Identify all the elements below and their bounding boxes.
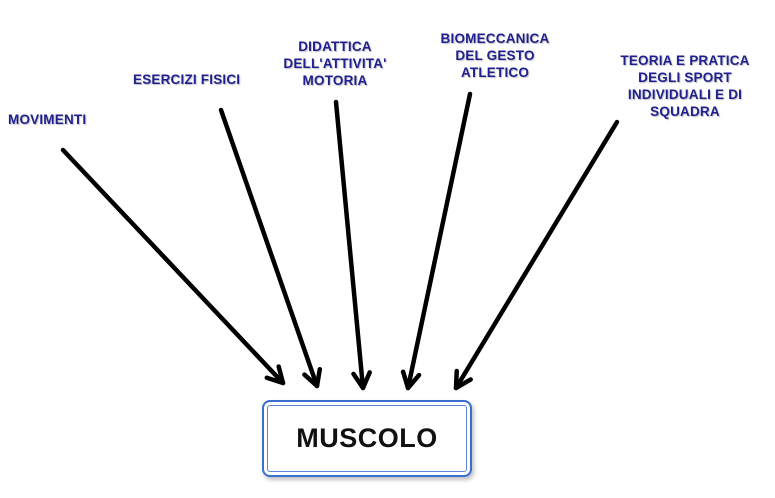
label-line: TEORIA E PRATICA [620, 53, 750, 68]
label-line: DEL GESTO [455, 48, 535, 63]
label-line: MOVIMENTI [8, 112, 87, 127]
source-label-teoria-pratica: TEORIA E PRATICA DEGLI SPORT INDIVIDUALI… [600, 52, 770, 120]
label-line: ATLETICO [460, 65, 530, 80]
arrowhead-esercizi-fisici [302, 366, 323, 389]
arrowhead-didattica [351, 370, 372, 391]
target-box-muscolo: MUSCOLO [262, 400, 472, 477]
arrow-esercizi-fisici [218, 107, 320, 389]
source-label-movimenti: MOVIMENTI [8, 111, 86, 128]
source-label-biomeccanica: BIOMECCANICA DEL GESTO ATLETICO [425, 30, 565, 81]
label-line: SQUADRA [650, 104, 720, 119]
label-line: INDIVIDUALI E DI [627, 87, 743, 102]
label-line: DEGLI SPORT [638, 70, 732, 85]
label-line: MOTORIA [302, 73, 368, 88]
source-label-didattica: DIDATTICA DELL'ATTIVITA' MOTORIA [270, 38, 400, 89]
label-line: DIDATTICA [298, 39, 372, 54]
arrowhead-teoria-pratica [453, 368, 473, 391]
arrow-didattica [333, 99, 366, 391]
arrow-teoria-pratica [453, 119, 620, 391]
label-line: DELL'ATTIVITA' [283, 56, 387, 71]
arrowhead-movimenti [264, 364, 286, 386]
label-line: BIOMECCANICA [440, 31, 550, 46]
arrowhead-biomeccanica [400, 369, 422, 391]
target-label: MUSCOLO [296, 423, 438, 453]
arrow-biomeccanica [405, 91, 473, 391]
source-label-esercizi-fisici: ESERCIZI FISICI [133, 71, 240, 88]
arrow-movimenti [60, 147, 286, 386]
label-line: ESERCIZI FISICI [133, 72, 241, 87]
